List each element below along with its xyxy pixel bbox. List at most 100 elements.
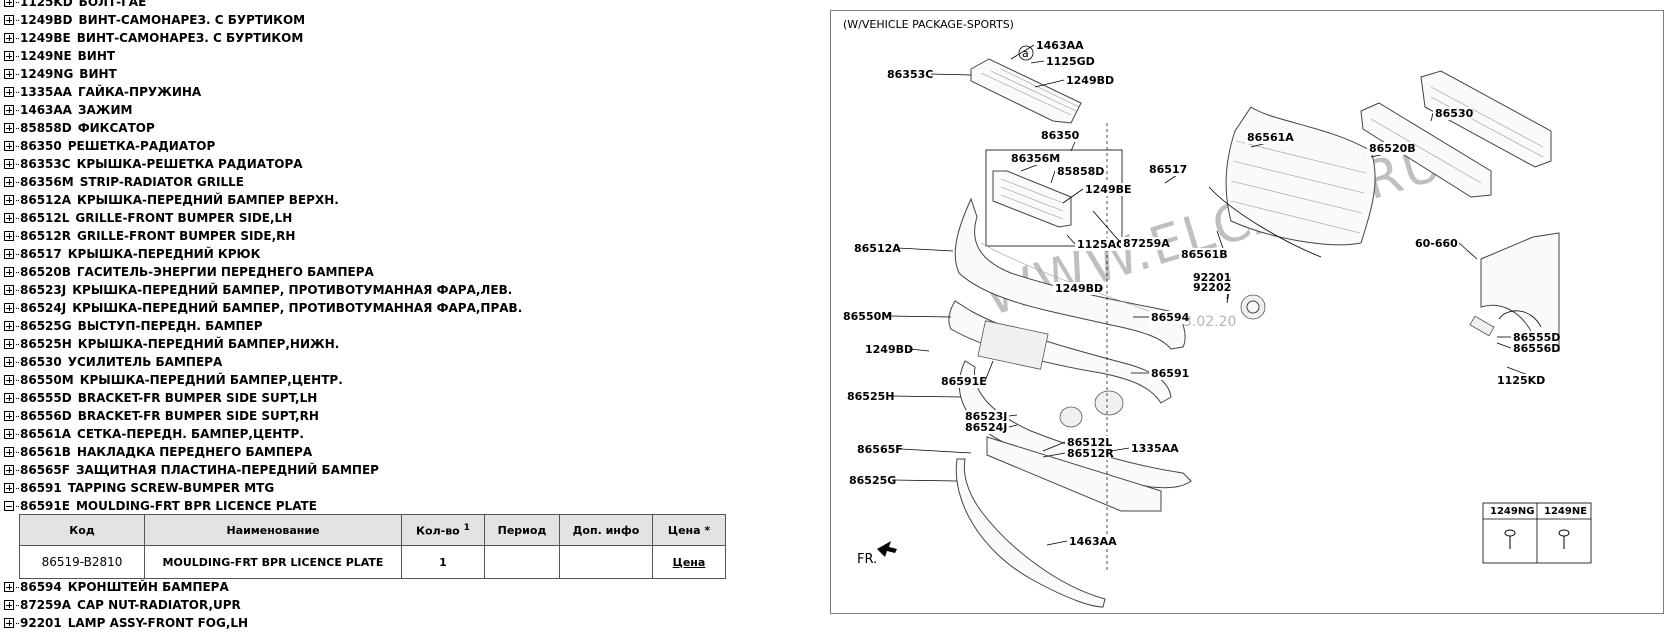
expand-icon[interactable] (4, 195, 14, 205)
callout-87259A[interactable]: 87259A (1092, 210, 1170, 250)
front-grille-part[interactable] (1225, 106, 1376, 246)
price-link[interactable]: Цена (672, 555, 706, 569)
callout-86591E[interactable]: 86591E (939, 360, 994, 388)
callout-1463AA[interactable]: 1463AA (1010, 39, 1084, 60)
expand-icon[interactable] (4, 375, 14, 385)
callout-86353C[interactable]: 86353C (885, 68, 972, 81)
expand-icon[interactable] (4, 618, 14, 628)
callout-1249BD[interactable]: 1249BD (1034, 74, 1114, 88)
fog-lamp-part[interactable] (1240, 294, 1266, 320)
expand-icon[interactable] (4, 51, 14, 61)
callout-1125GD[interactable]: 1125GD (1030, 55, 1095, 68)
expand-icon[interactable] (4, 0, 14, 7)
callout-86525G[interactable]: 86525G (847, 474, 958, 487)
expand-icon[interactable] (4, 15, 14, 25)
callout-1249BD[interactable]: 1249BD (1053, 282, 1103, 295)
expand-icon[interactable] (4, 105, 14, 115)
callout-92201[interactable]: 92201 (1191, 271, 1231, 300)
expand-icon[interactable] (4, 321, 14, 331)
callout-86520B[interactable]: 86520B (1367, 142, 1416, 158)
energy-absorber-part[interactable] (1360, 102, 1492, 198)
callout-86350[interactable]: 86350 (1039, 129, 1080, 152)
callout-86555D[interactable]: 86555D (1497, 331, 1560, 344)
expand-icon[interactable] (4, 303, 14, 313)
lower-deflector-part[interactable] (955, 458, 1106, 608)
callout-85858D[interactable]: 85858D (1050, 165, 1104, 184)
radiator-grille-cover-part[interactable]: a (970, 45, 1082, 124)
expand-icon[interactable] (4, 600, 14, 610)
expand-icon[interactable] (4, 141, 14, 151)
callout-86561B[interactable]: 86561B (1179, 230, 1228, 261)
expand-icon[interactable] (4, 339, 14, 349)
expand-icon[interactable] (4, 231, 14, 241)
callout-92202[interactable]: 92202 (1191, 281, 1231, 304)
expand-icon[interactable] (4, 33, 14, 43)
callout-86517[interactable]: 86517 (1147, 163, 1187, 184)
callout-86512R[interactable]: 86512R (1042, 447, 1114, 460)
callout-86565F[interactable]: 86565F (855, 443, 972, 456)
expand-icon[interactable] (4, 87, 14, 97)
expand-icon[interactable] (4, 447, 14, 457)
callout-86591[interactable]: 86591 (1131, 367, 1189, 380)
callout-1463AA[interactable]: 1463AA (1046, 535, 1117, 548)
callout-1335AA[interactable]: 1335AA (1110, 442, 1179, 455)
collapse-icon[interactable] (4, 501, 14, 511)
expand-icon[interactable] (4, 357, 14, 367)
parts-diagram[interactable]: (W/VEHICLE PACKAGE-SPORTS) WWW.ELCATS.RU… (830, 10, 1664, 614)
callout-1125KD[interactable]: 1125KD (1495, 366, 1545, 387)
expand-icon[interactable] (4, 249, 14, 259)
expand-icon[interactable] (4, 285, 14, 295)
expand-icon[interactable] (4, 69, 14, 79)
callout-1125AC[interactable]: 1125AC (1066, 234, 1124, 251)
callout-86356M[interactable]: 86356M (1009, 152, 1060, 172)
callout-86594[interactable]: 86594 (1133, 311, 1190, 324)
skid-plate-part[interactable] (986, 436, 1162, 512)
expand-icon[interactable] (4, 465, 14, 475)
expand-icon[interactable] (4, 177, 14, 187)
expand-icon[interactable] (4, 159, 14, 169)
expand-icon[interactable] (4, 483, 14, 493)
expand-icon[interactable] (4, 123, 14, 133)
side-bracket-part[interactable] (1469, 315, 1495, 337)
expand-icon[interactable] (4, 393, 14, 403)
callout-86512A[interactable]: 86512A (852, 242, 954, 255)
callout-86523J[interactable]: 86523J (963, 410, 1018, 423)
fender-part[interactable] (1480, 232, 1560, 352)
center-bumper-cover-part[interactable] (948, 300, 1172, 404)
bumper-garnish-strip-part[interactable] (1208, 186, 1322, 258)
expand-icon[interactable] (4, 411, 14, 421)
radiator-grille-strip-part[interactable] (992, 170, 1072, 228)
expand-icon[interactable] (4, 582, 14, 592)
